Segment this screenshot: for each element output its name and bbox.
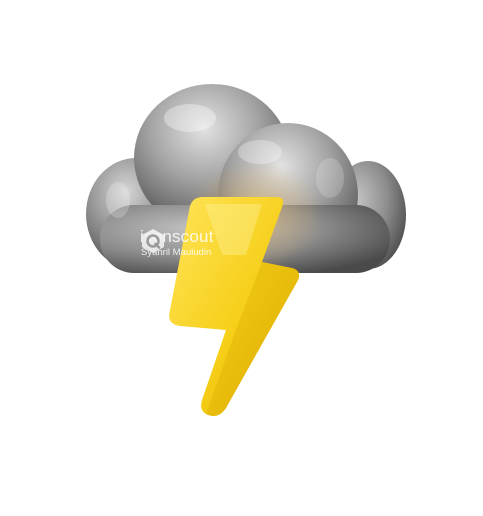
watermark: iconscout Syahril Mauludin bbox=[140, 228, 214, 258]
lightning-bolt-icon bbox=[169, 197, 300, 416]
watermark-author: Syahril Mauludin bbox=[141, 247, 212, 258]
iconscout-logo-icon bbox=[142, 229, 164, 253]
